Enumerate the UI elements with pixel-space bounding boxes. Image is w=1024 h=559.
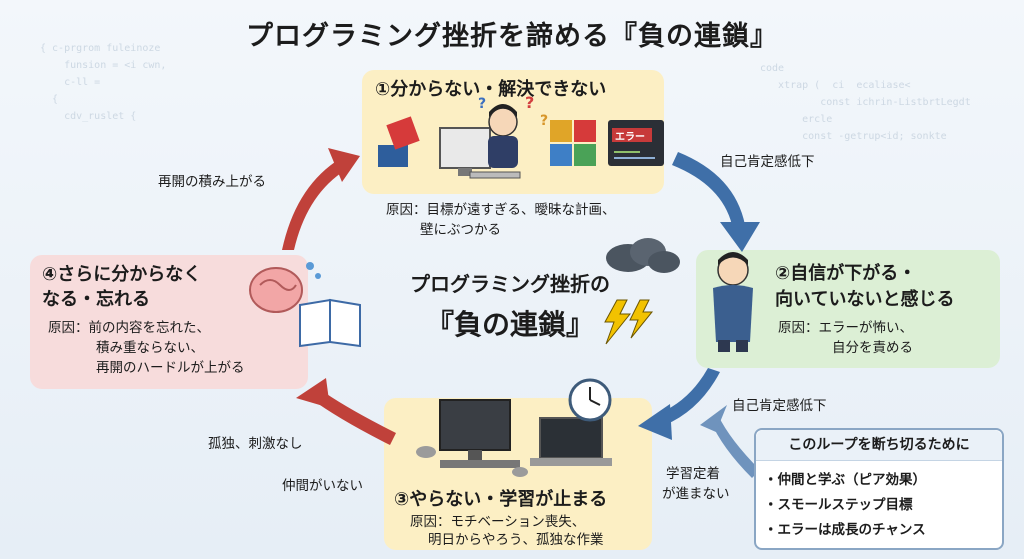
storm-cloud-icon	[606, 238, 680, 273]
step-3-cause-line1: 原因：モチベーション喪失、	[410, 514, 586, 530]
step-2-cause-line2: 自分を責める	[832, 340, 913, 356]
step-2-cause-line1: 原因：エラーが怖い、	[778, 320, 913, 336]
lightning-icon	[604, 299, 654, 345]
step-4-heading-line2: なる・忘れる	[42, 289, 150, 310]
tip-item: ・スモールステップ目標	[764, 497, 913, 513]
arrow-head	[720, 222, 760, 252]
open-book-icon	[299, 298, 361, 348]
arrow-body	[310, 388, 396, 445]
tip-item: ・仲間と学ぶ（ピア効果）	[764, 472, 926, 488]
step-4-cause-line1: 原因：前の内容を忘れた、	[48, 320, 210, 336]
dust-cloud-icon	[416, 446, 528, 477]
arrow-step2-to-step3	[638, 368, 720, 440]
arrow-head	[328, 148, 360, 182]
computer-icon	[439, 127, 521, 179]
background-code-right: code xtrap ( ci ecaliase< const ichrin-L…	[760, 63, 971, 142]
step-3-heading: ③やらない・学習が止まる	[394, 489, 608, 510]
arrow-tip-to-cycle	[700, 405, 760, 478]
error-screen-icon	[608, 120, 664, 166]
step-2-heading-line1: ②自信が下がる・	[775, 263, 917, 284]
arrow-step4-to-step1	[282, 148, 360, 250]
arrow-head	[700, 405, 727, 432]
sad-person-icon	[713, 252, 753, 352]
tip-item: ・エラーは成長のチャンス	[764, 522, 926, 538]
brain-icon	[249, 262, 321, 313]
side-label-line1: 学習定着	[666, 466, 720, 482]
puzzle-set-icon	[550, 120, 596, 166]
center-caption-line2: 『負の連鎖』	[425, 308, 594, 341]
tip-title: このループを断ち切るために	[756, 430, 1002, 461]
confused-programmer-icon: ? ? ?	[478, 93, 548, 168]
step-3-cause-line2: 明日からやろう、孤独な作業	[428, 532, 604, 548]
laptop-icon	[530, 417, 612, 466]
step-1-cause-line2: 壁にぶつかる	[420, 222, 501, 238]
arrow-head	[638, 404, 672, 440]
puzzle-piece-icon	[378, 116, 420, 167]
step-1-heading: ①分からない・解決できない	[375, 79, 607, 100]
tip-box: このループを断ち切るために ・仲間と学ぶ（ピア効果） ・スモールステップ目標 ・…	[754, 428, 1004, 550]
desktop-computer-icon	[439, 399, 520, 468]
arrow-label-3-4-line1: 孤独、刺激なし	[208, 436, 303, 452]
svg-text:?: ?	[478, 96, 486, 112]
svg-text:?: ?	[525, 93, 534, 112]
arrow-label-3-4-line2: 仲間がいない	[282, 478, 363, 494]
error-screen-label: エラー	[615, 132, 645, 143]
step-1-cause-line1: 原因：目標が遠すぎる、曖昧な計画、	[386, 202, 616, 218]
arrow-body	[710, 415, 760, 478]
arrow-label-1-2: 自己肯定感低下	[720, 154, 815, 170]
arrow-label-4-1: 再開の積み上がる	[158, 174, 266, 190]
step-4-cause-line2: 積み重ならない、	[96, 340, 204, 356]
step-4-heading-line1: ④さらに分からなく	[42, 264, 202, 285]
arrow-body	[672, 152, 745, 225]
tip-list: ・仲間と学ぶ（ピア効果） ・スモールステップ目標 ・エラーは成長のチャンス	[764, 468, 926, 543]
step-4-cause-line3: 再開のハードルが上がる	[96, 360, 245, 376]
center-caption: プログラミング挫折の 『負の連鎖』	[360, 268, 660, 343]
side-label-line2: が進まない	[662, 486, 730, 502]
center-caption-line1: プログラミング挫折の	[410, 272, 610, 296]
arrow-head	[296, 378, 330, 408]
arrow-body	[282, 162, 341, 250]
arrow-step1-to-step2	[672, 152, 760, 252]
step-2-heading-line2: 向いていないと感じる	[775, 289, 955, 310]
svg-text:?: ?	[540, 113, 548, 129]
clock-icon	[568, 378, 612, 422]
arrow-step3-to-step4	[296, 378, 396, 445]
background-code-left: { c-prgrom fuleinoze funsion = <i cwn, c…	[40, 43, 167, 122]
arrow-label-2-3: 自己肯定感低下	[732, 398, 827, 414]
page-title: プログラミング挫折を諦める『負の連鎖』	[246, 21, 778, 52]
arrow-body	[660, 368, 720, 425]
